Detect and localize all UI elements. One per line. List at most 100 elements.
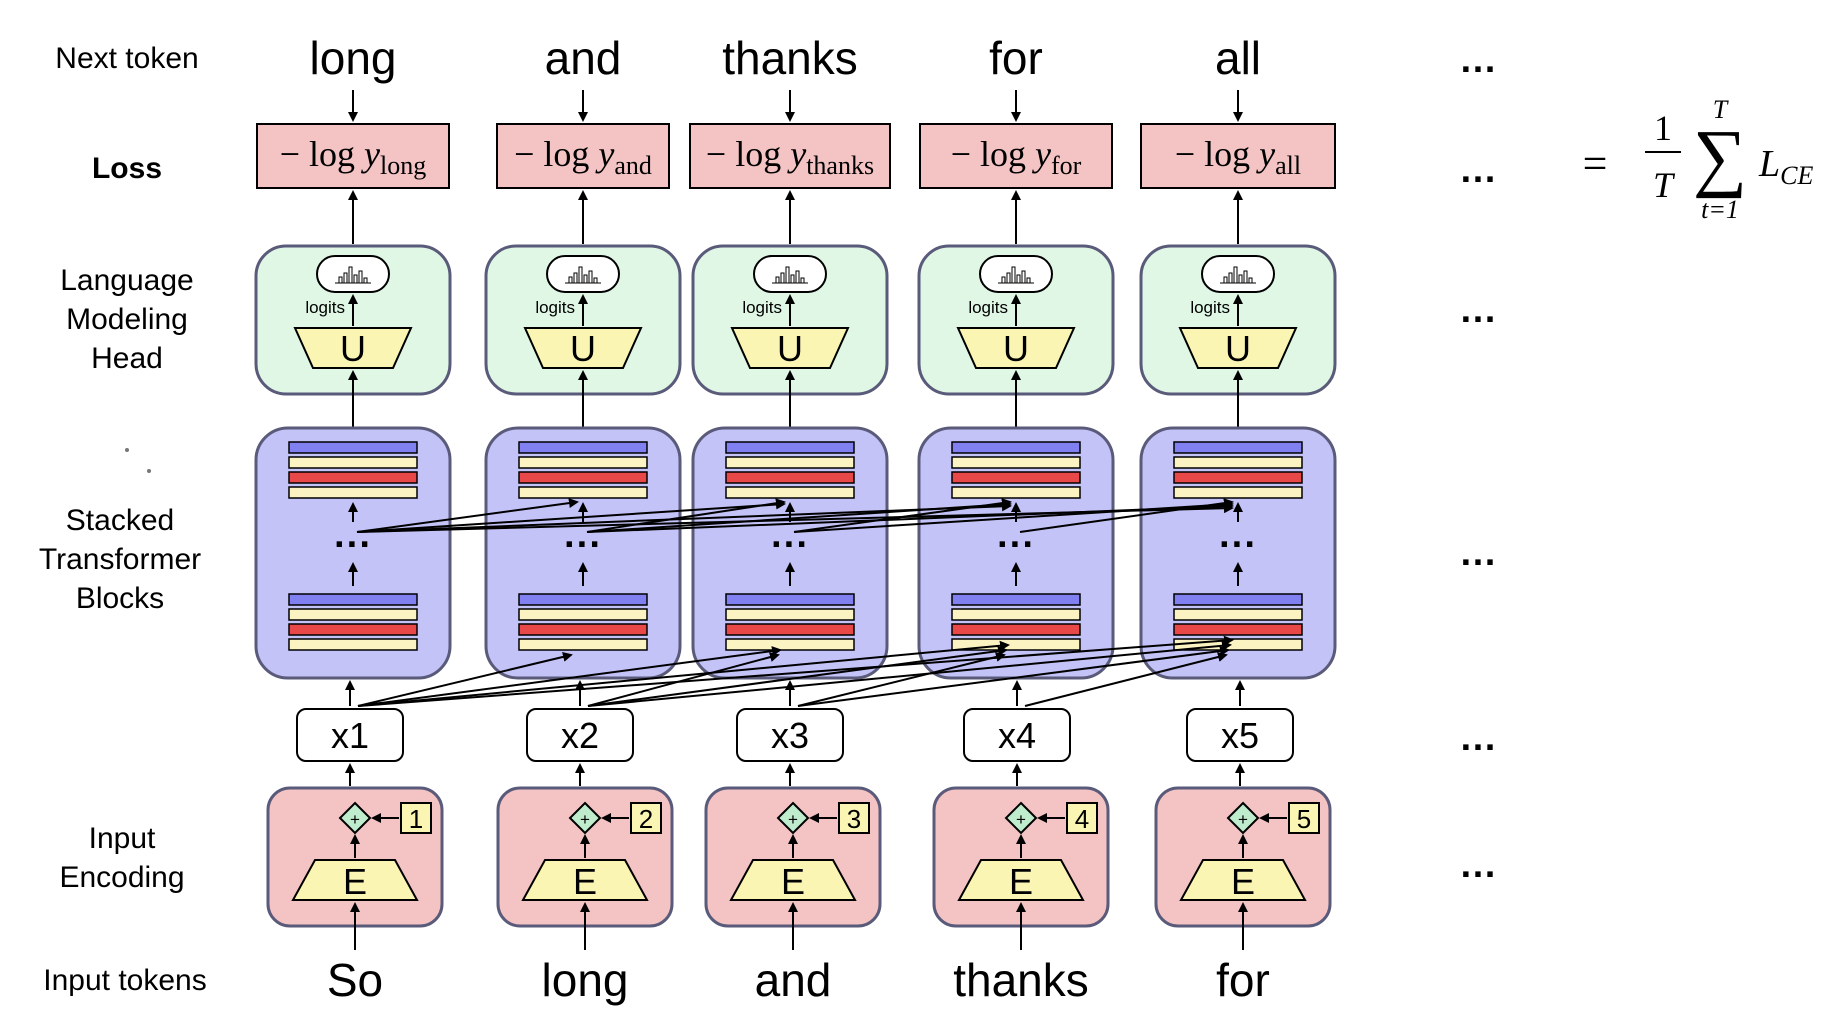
attention-arrow-lower: [587, 646, 1008, 707]
ellipsis: …: [1459, 717, 1497, 759]
ellipsis: …: [1459, 149, 1497, 191]
logits-label: logits: [1190, 298, 1230, 317]
bottom-layer-stripe: [725, 593, 855, 606]
formula-equals: =: [1583, 139, 1608, 188]
attention-arrow-upper: [356, 498, 579, 533]
top-layer-stripe: [951, 471, 1081, 484]
logits-label: logits: [535, 298, 575, 317]
input-token: So: [327, 954, 383, 1006]
input-token: long: [542, 954, 629, 1006]
embedding-vector-box: [963, 708, 1071, 762]
loss-label: Loss: [92, 152, 162, 185]
unembedding-label: U: [1003, 328, 1029, 369]
bottom-layer-stripe: [1173, 623, 1303, 636]
attention-arrow-lower: [797, 646, 1230, 707]
top-layer-stripe: [951, 486, 1081, 499]
bottom-layer-stripe: [1173, 593, 1303, 606]
position-number: 3: [847, 804, 861, 834]
formula-sigma: ∑: [1693, 115, 1747, 199]
input-encoding-label-line2: Encoding: [59, 861, 184, 894]
unembedding-trapezoid: [956, 327, 1076, 369]
input-token: thanks: [953, 954, 1089, 1006]
unembedding-label: U: [340, 328, 366, 369]
loss-formula: = 1 T T ∑ t=1 LCE: [1583, 95, 1814, 224]
unembedding-trapezoid: [293, 327, 413, 369]
bottom-layer-stripe: [951, 638, 1081, 651]
loss-box: [496, 123, 670, 189]
embedding-trapezoid: [521, 859, 649, 901]
top-layer-stripe: [725, 471, 855, 484]
bottom-layer-stripe: [951, 608, 1081, 621]
lm-head-label-line3: Head: [91, 342, 163, 375]
distribution-icon: [316, 255, 390, 293]
plus-sign: +: [1238, 810, 1248, 829]
ellipsis: …: [1459, 844, 1497, 886]
loss-box: [256, 123, 450, 189]
formula-sum-upper: T: [1713, 95, 1729, 124]
bottom-layer-stripe: [725, 638, 855, 651]
loss-expression: − log yfor: [951, 134, 1082, 180]
embedding-trapezoid: [1179, 859, 1307, 901]
embedding-vector-box: [296, 708, 404, 762]
top-layer-stripe: [288, 441, 418, 454]
top-layer-stripe: [288, 486, 418, 499]
layer-dots: ···: [1219, 524, 1257, 566]
attention-arrow-lower: [357, 635, 1234, 707]
plus-sign: +: [1016, 810, 1026, 829]
unembedding-label: U: [777, 328, 803, 369]
embedding-vector-box: [1186, 708, 1294, 762]
top-layer-stripe: [1173, 456, 1303, 469]
bottom-layer-stripe: [725, 623, 855, 636]
embedding-vector-label: x2: [561, 715, 599, 756]
position-number: 4: [1075, 804, 1089, 834]
formula-denominator: T: [1653, 165, 1676, 205]
attention-arrow-lower: [797, 652, 1006, 707]
embedding-trapezoid: [957, 859, 1085, 901]
stray-dot: [147, 469, 151, 473]
top-layer-stripe: [518, 471, 648, 484]
next-token: for: [989, 32, 1043, 84]
embedding-trapezoid: [291, 859, 419, 901]
input-token: for: [1216, 954, 1270, 1006]
stray-dot: [125, 448, 129, 452]
embedding-vector-label: x4: [998, 715, 1036, 756]
unembedding-trapezoid: [523, 327, 643, 369]
row-labels: Next token Loss Language Modeling Head S…: [39, 42, 207, 997]
transformer-label-line1: Stacked: [66, 504, 174, 537]
formula-term: LCE: [1758, 143, 1813, 190]
loss-expression: − log yall: [1175, 134, 1301, 180]
bottom-layer-stripe: [725, 608, 855, 621]
lm-head-label-line1: Language: [60, 264, 193, 297]
position-box: [1066, 802, 1098, 834]
attention-arrow-lower: [357, 640, 1010, 707]
bottom-layer-stripe: [288, 593, 418, 606]
embedding-label: E: [1009, 861, 1033, 902]
input-token: and: [755, 954, 832, 1006]
next-token: thanks: [722, 32, 858, 84]
embedding-vector-label: x5: [1221, 715, 1259, 756]
embedding-trapezoid: [729, 859, 857, 901]
embedding-vector-box: [736, 708, 844, 762]
embedding-label: E: [1231, 861, 1255, 902]
bottom-layer-stripe: [288, 638, 418, 651]
input-encoding-label-line1: Input: [89, 822, 156, 855]
position-box: [400, 802, 432, 834]
top-layer-stripe: [1173, 486, 1303, 499]
loss-box: [919, 123, 1113, 189]
add-position-icon: [1004, 801, 1038, 835]
next-token: long: [310, 32, 397, 84]
loss-expression: − log yand: [514, 134, 652, 180]
unembedding-trapezoid: [1178, 327, 1298, 369]
distribution-icon: [753, 255, 827, 293]
logits-label: logits: [742, 298, 782, 317]
top-layer-stripe: [1173, 471, 1303, 484]
embedding-label: E: [343, 861, 367, 902]
top-layer-stripe: [725, 456, 855, 469]
attention-arrow-lower: [1024, 652, 1228, 707]
loss-expression: − log ythanks: [706, 134, 874, 180]
